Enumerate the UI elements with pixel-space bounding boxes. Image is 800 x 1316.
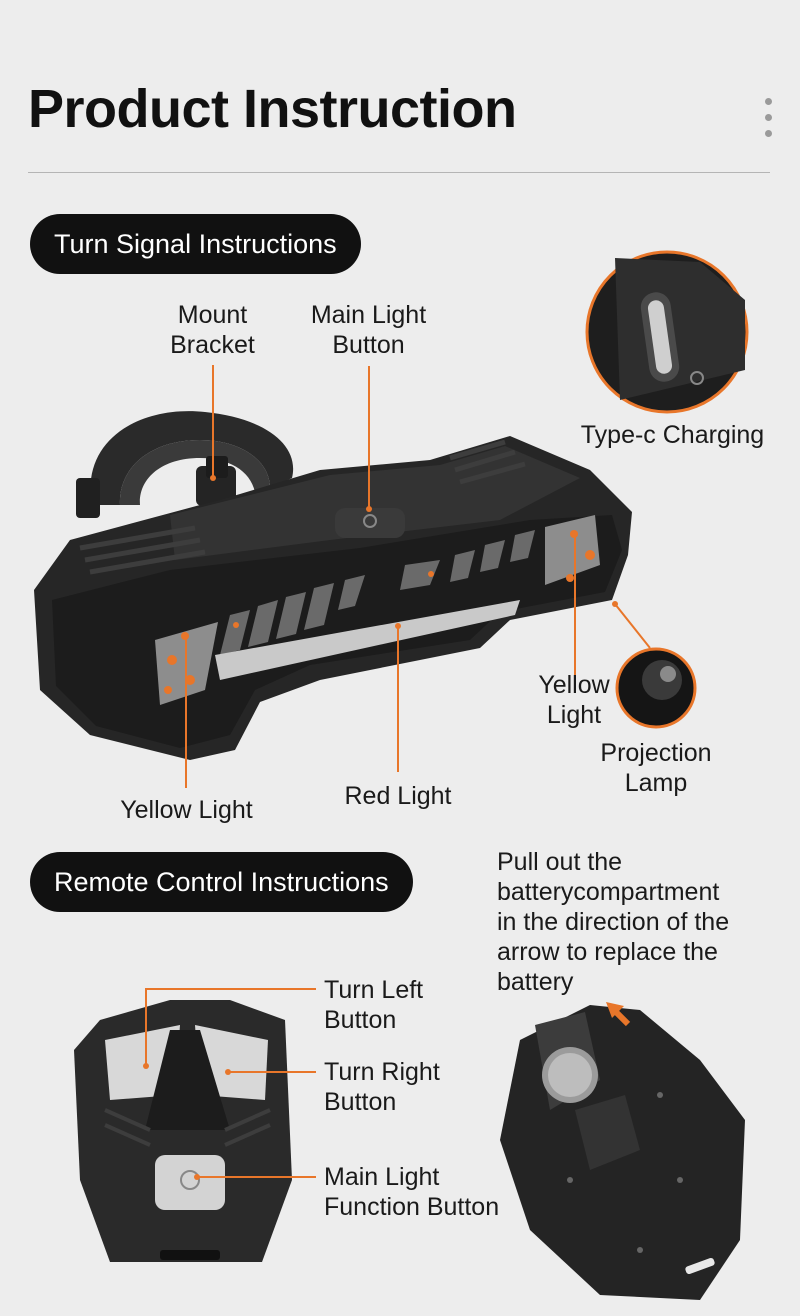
- turn-signal-section-heading: Turn Signal Instructions: [30, 214, 361, 274]
- turn-left-button-label: Turn Left Button: [324, 976, 424, 1034]
- projection-lamp-label: Projection Lamp: [600, 739, 712, 797]
- main-light-function-button-label: Main Light Function Button: [324, 1163, 500, 1221]
- yellow-light-right-label: Yellow Light: [538, 671, 610, 729]
- arrow-icon: [606, 1002, 631, 1027]
- leader-lines: [185, 365, 651, 788]
- projection-lamp-graphic: [615, 647, 697, 729]
- battery-compartment-graphic: [500, 1005, 745, 1300]
- page-title: Product Instruction: [28, 79, 517, 139]
- light-power-button: [335, 508, 405, 538]
- remote-control-graphic: [74, 1000, 292, 1262]
- mount-bracket-graphic: [76, 411, 294, 518]
- mount-bracket-label: Mount Bracket: [170, 301, 255, 359]
- turn-right-button-label: Turn Right Button: [324, 1058, 440, 1116]
- battery-replacement-note: Pull out the batterycompartment in the d…: [497, 848, 730, 996]
- type-c-charging-label: Type-c Charging: [580, 421, 765, 449]
- type-c-zoom-graphic: [585, 250, 749, 414]
- menu-dots-icon[interactable]: [760, 98, 776, 140]
- title-divider: [28, 172, 770, 173]
- remote-control-section-heading: Remote Control Instructions: [30, 852, 413, 912]
- yellow-light-left-label: Yellow Light: [120, 796, 253, 824]
- main-light-button-label: Main Light Button: [310, 301, 427, 359]
- red-light-label: Red Light: [344, 782, 452, 810]
